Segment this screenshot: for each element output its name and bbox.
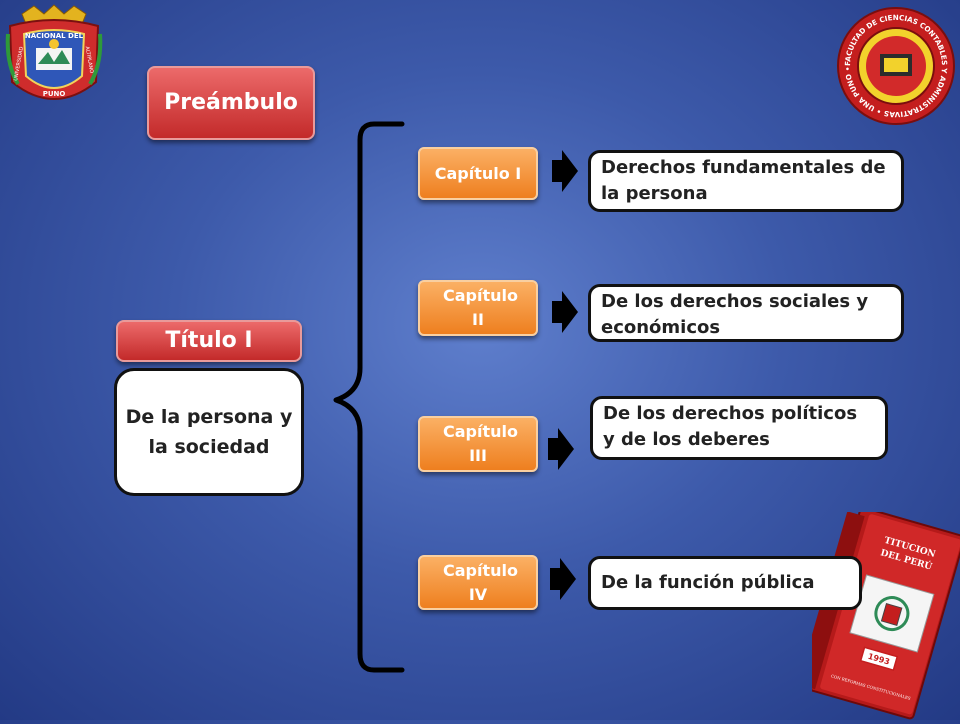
arrow-right-icon	[552, 150, 578, 192]
chapter-4-description-text: De la función pública	[601, 571, 815, 593]
chapter-2-description-text: De los derechos sociales y económicos	[601, 291, 869, 339]
logo-text-bottom: PUNO	[43, 90, 66, 98]
arrow-right-icon	[552, 291, 578, 333]
university-logo: NACIONAL DEL PUNO UNIVERSIDAD ALTIPLANO	[4, 4, 104, 116]
university-crest-icon: NACIONAL DEL PUNO UNIVERSIDAD ALTIPLANO	[5, 4, 103, 100]
curly-bracket-icon	[333, 121, 405, 673]
book-icon: TITUCION DEL PERÚ 1993 CON REFORMAS CONS…	[797, 506, 960, 720]
chapter-4-description: De la función pública	[588, 556, 862, 610]
chapter-3-description: De los derechos políticos y de los deber…	[590, 396, 888, 460]
chapter-2-button[interactable]: Capítulo II	[418, 280, 538, 336]
chapter-2-description: De los derechos sociales y económicos	[588, 284, 904, 342]
chapter-1-button[interactable]: Capítulo I	[418, 147, 538, 200]
chapter-1-description-text: Derechos fundamentales de la persona	[601, 157, 886, 205]
chapter-3-label: Capítulo III	[443, 422, 518, 465]
faculty-logo: FACULTAD DE CIENCIAS CONTABLES Y ADMINIS…	[836, 6, 956, 126]
preambulo-button[interactable]: Preámbulo	[147, 66, 315, 140]
chapter-2-label: Capítulo II	[443, 286, 518, 329]
chapter-4-label: Capítulo IV	[443, 560, 518, 604]
chapter-4-button[interactable]: Capítulo IV	[418, 555, 538, 610]
titulo-description: De la persona y la sociedad	[114, 368, 304, 496]
constitution-book: TITUCION DEL PERÚ 1993 CON REFORMAS CONS…	[797, 506, 960, 720]
logo-text-right: ALTIPLANO	[84, 46, 95, 74]
titulo-description-text: De la persona y la sociedad	[125, 405, 293, 458]
chapter-1-description: Derechos fundamentales de la persona	[588, 150, 904, 212]
titulo-button[interactable]: Título I	[116, 320, 302, 362]
chapter-1-label: Capítulo I	[434, 163, 522, 183]
chapter-3-description-text: De los derechos políticos y de los deber…	[603, 403, 858, 451]
arrow-right-icon	[550, 558, 576, 600]
logo-text-top: NACIONAL DEL	[25, 32, 84, 40]
faculty-seal-icon: FACULTAD DE CIENCIAS CONTABLES Y ADMINIS…	[837, 7, 955, 125]
logo-text-left: UNIVERSIDAD	[13, 46, 25, 81]
arrow-right-icon	[548, 428, 574, 470]
chapter-3-button[interactable]: Capítulo III	[418, 416, 538, 472]
